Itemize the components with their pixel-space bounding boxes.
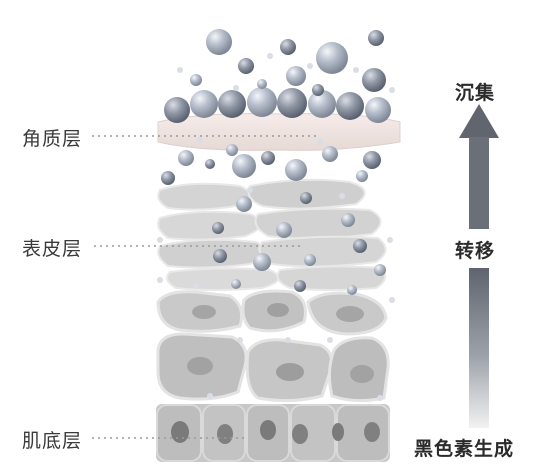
melanin-granule [341, 213, 355, 227]
melanin-granule [347, 285, 357, 295]
melanin-granule [161, 171, 175, 185]
melanin-granule [353, 239, 367, 253]
melanin-granule [374, 264, 386, 276]
cell-nucleus [267, 303, 289, 317]
melanin-granule [205, 159, 215, 169]
melanin-granule [368, 30, 384, 46]
spinous-layer [156, 289, 390, 403]
granule-speck [339, 193, 345, 199]
epidermis-layer [157, 178, 387, 291]
melanin-granule [206, 29, 232, 55]
melanin-granule [190, 74, 202, 86]
melanin-granule [212, 222, 224, 234]
melanin-granule [294, 280, 306, 292]
melanin-granule [276, 222, 292, 238]
granule-speck [307, 63, 313, 69]
melanin-granule [257, 79, 267, 89]
granule-speck [377, 395, 383, 401]
cell-nucleus [350, 365, 374, 383]
cell-nucleus [336, 306, 364, 322]
melanin-granule [261, 151, 275, 165]
cell-nucleus [332, 423, 344, 441]
melanin-granule [362, 68, 386, 92]
arrow-shaft-lower [469, 268, 489, 428]
melanin-granule [231, 279, 241, 289]
granule-speck [389, 297, 395, 303]
melanin-granule [232, 154, 256, 178]
granule-speck [353, 67, 359, 73]
granule-speck [387, 237, 393, 243]
cell-nucleus [171, 421, 189, 443]
granule-speck [285, 337, 291, 343]
label-stratum-corneum: 角质层 [22, 128, 83, 150]
melanin-granule [286, 66, 306, 86]
granule-speck [197, 137, 203, 143]
melanin-granule [238, 58, 254, 74]
label-epidermis: 表皮层 [22, 238, 83, 260]
melanin-granule [322, 146, 338, 162]
melanin-granules-scattered [157, 29, 395, 401]
label-melanogenesis: 黑色素生成 [414, 438, 515, 460]
label-basal-layer: 肌底层 [22, 430, 83, 452]
granule-speck [157, 237, 163, 243]
arrow-shaft-upper [469, 137, 489, 229]
melanin-granule [178, 150, 194, 166]
melanin-granule [277, 88, 307, 118]
melanin-granule [285, 159, 307, 181]
label-transfer: 转移 [455, 240, 496, 262]
granule-speck [317, 139, 323, 145]
melanin-granule [247, 87, 277, 117]
melanin-granule [253, 253, 271, 271]
melanin-granule [300, 192, 312, 204]
melanin-granule [365, 97, 391, 123]
cell-nucleus [260, 420, 276, 440]
cell-nucleus [217, 424, 233, 444]
melanin-granule [312, 84, 324, 96]
melanin-granule [316, 42, 348, 74]
melanin-granule [363, 151, 381, 169]
granule-speck [237, 337, 243, 343]
melanin-granule [308, 90, 336, 118]
granule-speck [233, 85, 239, 91]
upward-arrow [459, 104, 499, 428]
granule-speck [193, 283, 199, 289]
melanin-granule [336, 92, 364, 120]
granule-speck [247, 187, 253, 193]
melanin-granule [226, 144, 238, 156]
granule-speck [389, 87, 395, 93]
basal-layer [156, 404, 390, 462]
cell-nucleus [276, 363, 304, 381]
cell-nucleus [292, 424, 308, 444]
granule-speck [157, 277, 163, 283]
granule-speck [207, 393, 213, 399]
melanin-granule [218, 90, 246, 118]
label-deposition: 沉集 [455, 82, 496, 104]
melanin-granule [190, 90, 218, 118]
corneum-layer [157, 113, 401, 151]
melanin-granule [213, 249, 227, 263]
cell-nucleus [364, 422, 380, 442]
granule-speck [177, 67, 183, 73]
melanin-granule [356, 170, 368, 182]
granule-speck [327, 337, 333, 343]
arrow-head [459, 104, 499, 138]
basal-cell [336, 404, 390, 462]
granule-speck [267, 53, 273, 59]
melanin-granule-row [164, 87, 391, 123]
cell-nucleus [187, 357, 213, 375]
melanin-granule [164, 97, 190, 123]
melanin-granule [280, 39, 296, 55]
melanin-granule [236, 196, 252, 212]
cell-nucleus [192, 305, 216, 319]
melanin-granule [304, 254, 316, 266]
